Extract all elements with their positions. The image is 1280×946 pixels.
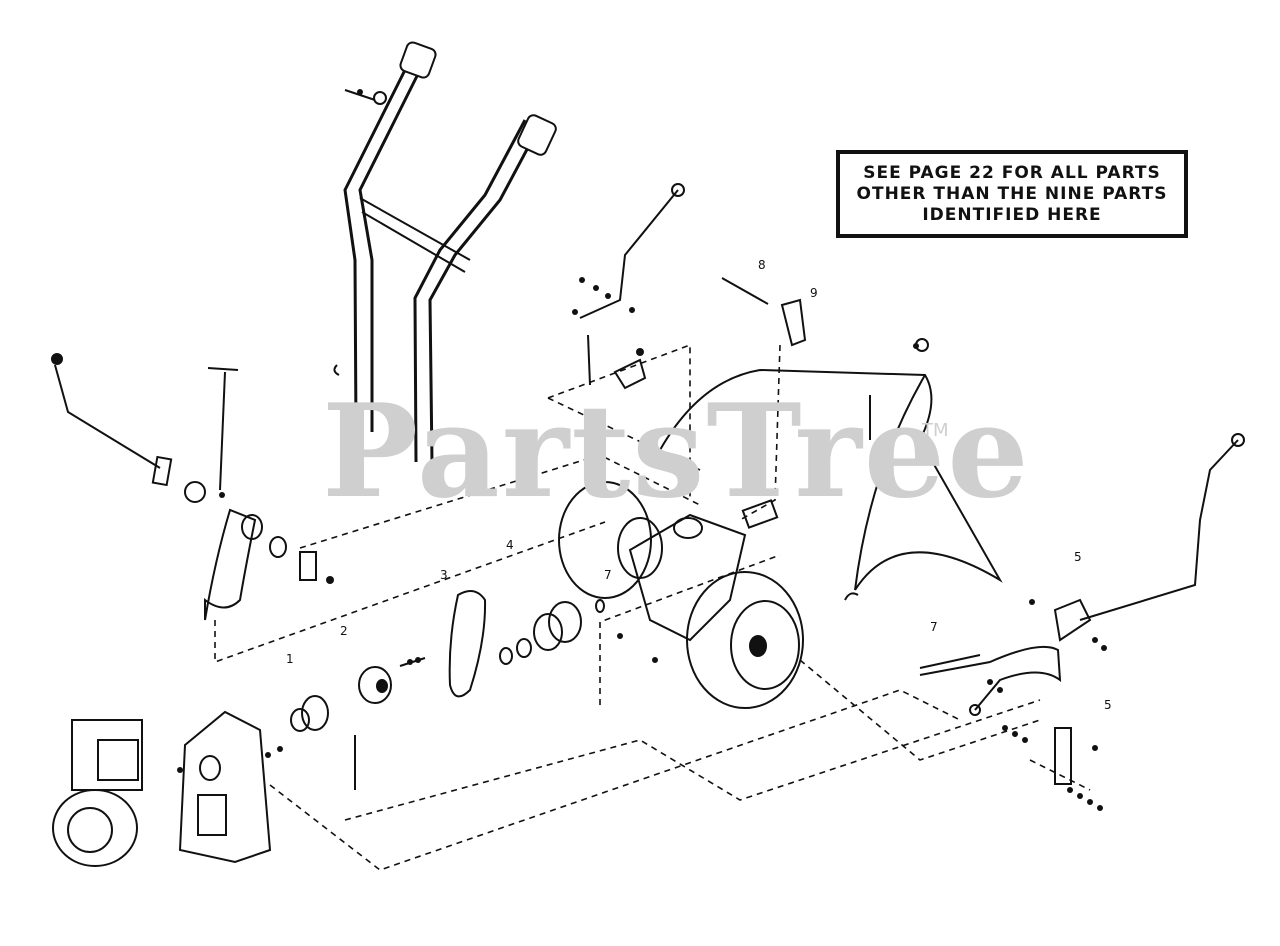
callout-5-lower: 5	[1104, 698, 1112, 712]
callout-3: 3	[440, 568, 448, 582]
callout-7-left: 7	[604, 568, 612, 582]
part-5-plate	[1054, 727, 1072, 785]
shift-lever	[579, 183, 685, 390]
callout-5-upper: 5	[1074, 550, 1082, 564]
callout-7-right: 7	[930, 620, 938, 634]
callout-9: 9	[810, 286, 818, 300]
note-line-1: SEE PAGE 22 FOR ALL PARTS	[863, 162, 1161, 183]
watermark-trademark: TM	[922, 420, 949, 441]
depth-bar	[1053, 433, 1245, 642]
watermark-logo: PartsTree	[322, 377, 1031, 527]
part-9-clip	[780, 298, 807, 347]
pulley-1	[290, 695, 356, 790]
pulley-4	[499, 599, 605, 665]
engine	[52, 710, 272, 867]
note-box: SEE PAGE 22 FOR ALL PARTS OTHER THAN THE…	[836, 150, 1188, 238]
pulley-2	[358, 657, 426, 704]
callout-2: 2	[340, 624, 348, 638]
note-line-3: IDENTIFIED HERE	[922, 204, 1102, 225]
belt-3	[448, 590, 487, 698]
part-7-bracket	[919, 645, 1062, 716]
wheel-front	[686, 571, 804, 709]
note-line-2: OTHER THAN THE NINE PARTS	[856, 183, 1168, 204]
callout-4: 4	[506, 538, 514, 552]
callout-1: 1	[286, 652, 294, 666]
part-8-pin	[721, 277, 769, 305]
tine-shield	[659, 338, 1003, 601]
transmission	[628, 499, 779, 642]
callout-8: 8	[758, 258, 766, 272]
control-rod-left	[51, 353, 317, 621]
wheel-rear	[558, 481, 663, 599]
